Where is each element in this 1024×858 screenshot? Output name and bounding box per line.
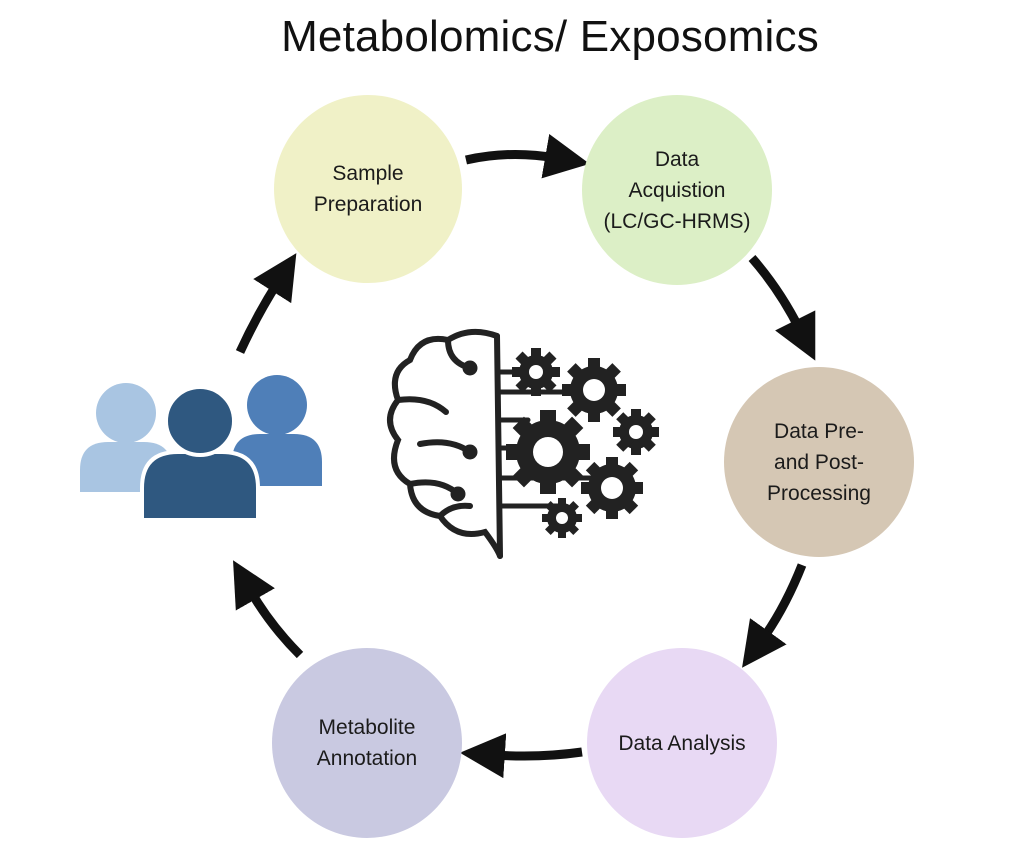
person-front-icon [140, 385, 260, 522]
step-label: Sample Preparation [313, 162, 423, 216]
gears-icon [506, 348, 659, 538]
step-label: Data Acquistion (LC/GC-HRMS) [603, 147, 751, 233]
arrow-people-to-prep [235, 253, 297, 354]
step-data-analysis: Data Analysis [587, 648, 777, 838]
arrow-prep-to-acquisition [465, 133, 590, 179]
step-label: Data Pre- and Post- Processing [767, 419, 871, 505]
diagram-title: Metabolomics/ Exposomics [281, 12, 819, 61]
arrow-annotation-to-people [233, 560, 304, 659]
step-label: Data Analysis [618, 731, 746, 755]
step-data-acquisition: Data Acquistion (LC/GC-HRMS) [582, 95, 772, 285]
step-data-processing: Data Pre- and Post- Processing [724, 367, 914, 557]
arrow-acquisition-to-processing [748, 255, 816, 361]
step-metabolite-annotation: Metabolite Annotation [272, 648, 462, 838]
brain-outline-icon [387, 328, 503, 559]
step-label: Metabolite Annotation [316, 716, 418, 770]
step-sample-preparation: Sample Preparation [274, 95, 462, 283]
arrow-analysis-to-annotation [459, 733, 583, 779]
arrow-processing-to-analysis [742, 563, 807, 668]
